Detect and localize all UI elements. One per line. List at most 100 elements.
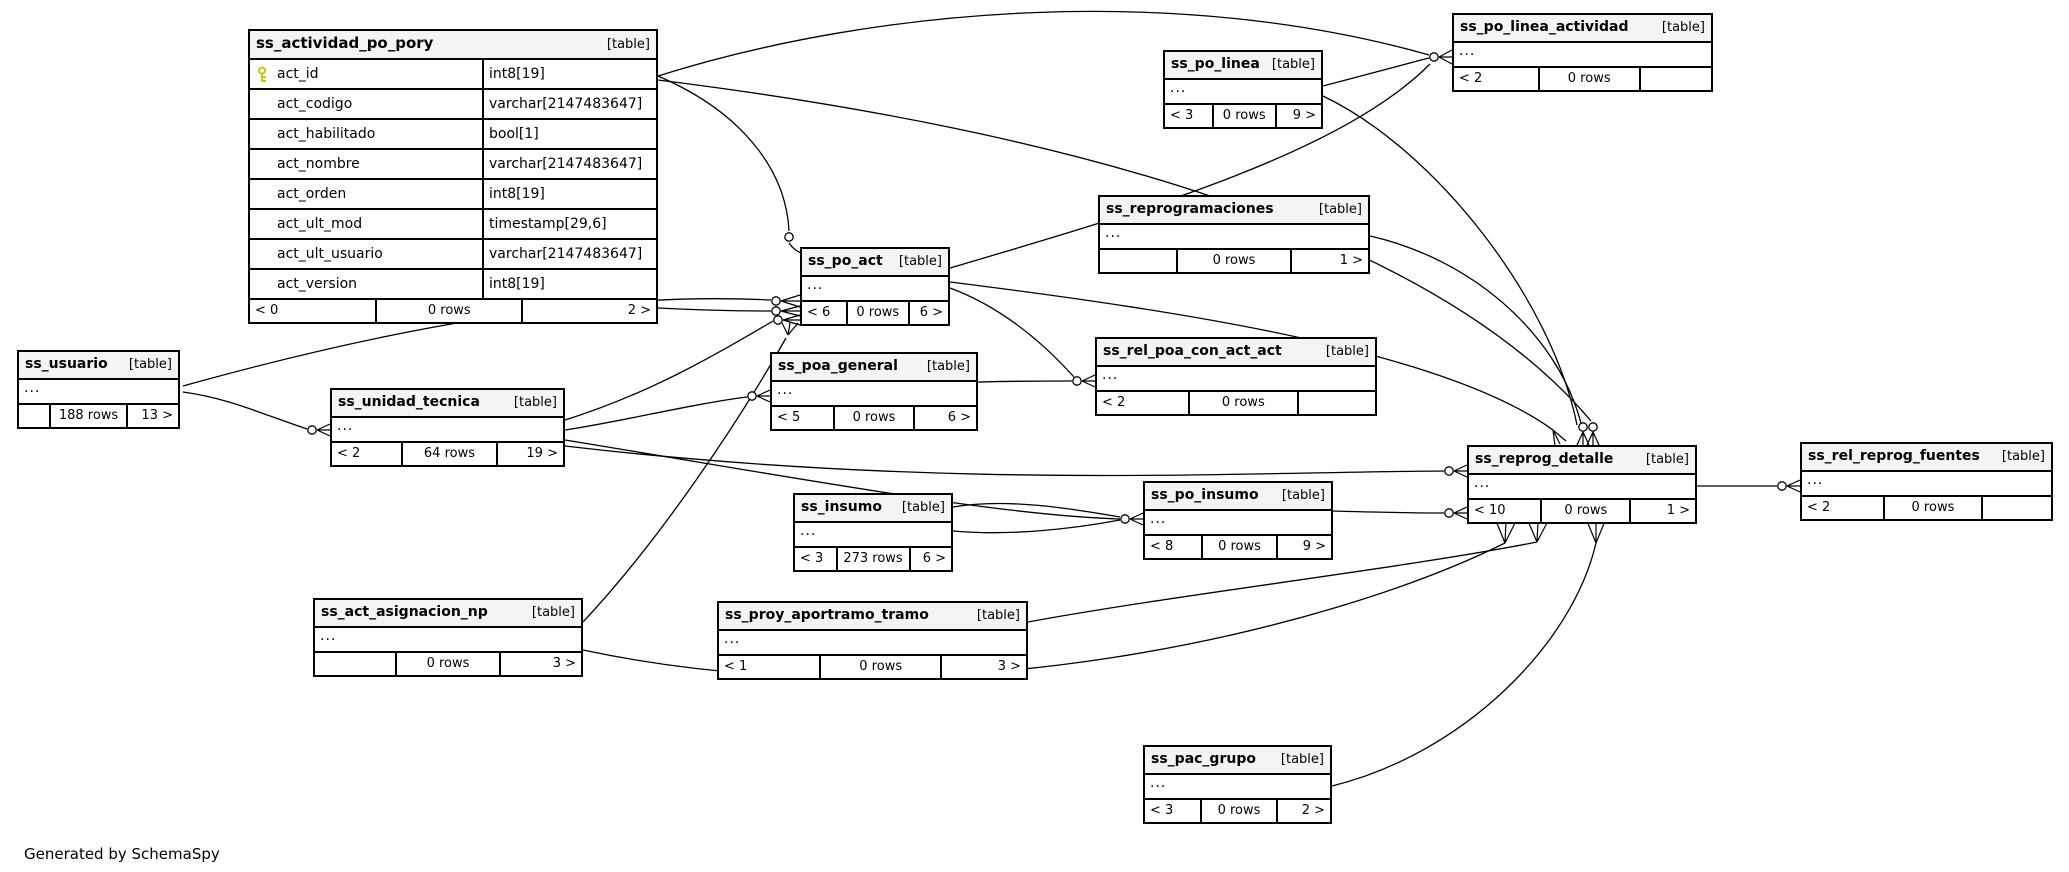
crowfoot [1527,520,1549,543]
table-type-badge: [table] [513,395,557,410]
edge-pac-grupo-to-reprog-detalle [1331,542,1597,787]
table-name[interactable]: ss_poa_general [778,358,898,374]
footer-child-count: 3 > [552,656,576,671]
table-node-ss_po_act[interactable]: ss_po_act [table] ... < 6 0 rows 6 > [800,247,950,326]
table-name[interactable]: ss_po_linea_actividad [1460,19,1629,35]
table-name[interactable]: ss_po_insumo [1151,487,1259,503]
column-name: act_orden [250,180,484,208]
table-node-ss_po_insumo[interactable]: ss_po_insumo [table] ... < 8 0 rows 9 > [1143,481,1333,560]
table-node-ss_reprog_detalle[interactable]: ss_reprog_detalle [table] ... < 10 0 row… [1467,445,1697,524]
column-name: act_ult_mod [250,210,484,238]
table-name[interactable]: ss_reprogramaciones [1106,201,1274,217]
table-node-ss_rel_poa_con_act_act[interactable]: ss_rel_poa_con_act_act [table] ... < 2 0… [1095,337,1377,416]
table-node-ss_po_linea_actividad[interactable]: ss_po_linea_actividad [table] ... < 2 0 … [1452,13,1713,92]
crowfoot [1453,464,1468,478]
column-name: act_ult_usuario [250,240,484,268]
table-name[interactable]: ss_po_linea [1171,56,1260,72]
table-node-ss_pac_grupo[interactable]: ss_pac_grupo [table] ... < 3 0 rows 2 > [1143,745,1332,824]
table-header[interactable]: ss_po_linea [table] [1165,52,1321,80]
footer-child-count: 13 > [141,408,173,423]
table-node-ss_act_asignacion_np[interactable]: ss_act_asignacion_np [table] ... 0 rows … [313,598,583,677]
footer-parent-count [315,653,395,675]
table-name[interactable]: ss_rel_reprog_fuentes [1808,448,1980,464]
columns-ellipsis: ... [772,382,976,407]
table-body: ... [795,523,951,548]
table-header[interactable]: ss_po_act [table] [802,249,948,277]
table-node-ss_actividad_po_pory[interactable]: ss_actividad_po_pory [table] act_id int8[… [248,29,658,324]
table-header[interactable]: ss_reprogramaciones [table] [1100,197,1368,225]
table-header[interactable]: ss_pac_grupo [table] [1145,747,1330,775]
footer-parent-count: < 10 [1474,503,1506,518]
columns-ellipsis: ... [1802,472,2051,497]
column-name: act_codigo [250,90,484,118]
table-node-ss_unidad_tecnica[interactable]: ss_unidad_tecnica [table] ... < 2 64 row… [330,388,565,467]
table-node-ss_insumo[interactable]: ss_insumo [table] ... < 3 273 rows 6 > [793,493,953,572]
footer-child-count: 6 > [947,410,971,425]
footer-child-count: 9 > [1302,539,1326,554]
footer-row-count: 0 rows [1175,250,1293,272]
cardinality-dot [1429,52,1439,62]
table-node-ss_rel_reprog_fuentes[interactable]: ss_rel_reprog_fuentes [table] ... < 2 0 … [1800,442,2053,521]
table-header[interactable]: ss_unidad_tecnica [table] [332,390,563,418]
columns-ellipsis: ... [315,628,581,653]
table-header[interactable]: ss_po_insumo [table] [1145,483,1331,511]
columns-ellipsis: ... [795,523,951,548]
columns-ellipsis: ... [1165,80,1321,105]
edge-proy-aportramo-to-reprog-detalle [1027,541,1538,623]
column-type: int8[19] [489,66,545,82]
table-footer: < 8 0 rows 9 > [1145,536,1331,558]
column-type: varchar[2147483647] [489,246,643,262]
table-header[interactable]: ss_rel_poa_con_act_act [table] [1097,339,1375,367]
table-header[interactable]: ss_reprog_detalle [table] [1469,447,1695,475]
table-body: ... [719,631,1026,656]
footer-child-count: 1 > [1339,253,1363,268]
table-header[interactable]: ss_act_asignacion_np [table] [315,600,581,628]
crowfoot [756,389,771,403]
table-type-badge: [table] [1325,344,1369,359]
table-name[interactable]: ss_proy_aportramo_tramo [725,607,929,623]
footer-parent-count: < 5 [777,410,801,425]
column-type: varchar[2147483647] [489,156,643,172]
table-name[interactable]: ss_pac_grupo [1151,751,1256,767]
table-name[interactable]: ss_po_act [808,253,883,269]
column-type: timestamp[29,6] [489,216,607,232]
table-node-ss_proy_aportramo_tramo[interactable]: ss_proy_aportramo_tramo [table] ... < 1 … [717,601,1028,680]
table-header[interactable]: ss_proy_aportramo_tramo [table] [719,603,1026,631]
edge-poa-general-to-rel-poa [977,380,1073,383]
footer-parent-count: < 3 [800,551,824,566]
table-name[interactable]: ss_usuario [25,356,108,372]
table-body: ... [1100,225,1368,250]
table-node-ss_reprogramaciones[interactable]: ss_reprogramaciones [table] ... 0 rows 1… [1098,195,1370,274]
table-header[interactable]: ss_po_linea_actividad [table] [1454,15,1711,43]
cardinality-dot [1444,508,1454,518]
table-name[interactable]: ss_reprog_detalle [1475,451,1614,467]
table-name[interactable]: ss_act_asignacion_np [321,604,488,620]
table-node-ss_po_linea[interactable]: ss_po_linea [table] ... < 3 0 rows 9 > [1163,50,1323,129]
column-name: act_id [250,60,484,88]
table-node-ss_poa_general[interactable]: ss_poa_general [table] ... < 5 0 rows 6 … [770,352,978,431]
table-header[interactable]: ss_insumo [table] [795,495,951,523]
crowfoot [1786,479,1801,493]
table-name[interactable]: ss_unidad_tecnica [338,394,480,410]
footer-row-count: 0 rows [1882,497,1983,519]
table-body: ... [772,382,976,407]
table-footer: 188 rows 13 > [19,405,178,427]
table-name[interactable]: ss_actividad_po_pory [256,34,434,52]
table-header[interactable]: ss_poa_general [table] [772,354,976,382]
cardinality-dot [773,315,783,325]
edge-unidad-to-reprog-detalle [564,445,1445,477]
table-footer: < 2 0 rows [1802,497,2051,519]
table-header[interactable]: ss_rel_reprog_fuentes [table] [1802,444,2051,472]
table-header[interactable]: ss_usuario [table] [19,352,178,380]
cardinality-dot [1444,466,1454,476]
table-name[interactable]: ss_rel_poa_con_act_act [1103,343,1282,359]
table-node-ss_usuario[interactable]: ss_usuario [table] ... 188 rows 13 > [17,350,180,429]
table-header[interactable]: ss_actividad_po_pory [table] [250,31,656,60]
column-name: act_nombre [250,150,484,178]
edge-reprogramaciones-to-reprog-detalle [1369,235,1582,424]
columns-ellipsis: ... [1469,475,1695,500]
table-name[interactable]: ss_insumo [801,499,882,515]
columns-ellipsis: ... [1145,511,1331,536]
